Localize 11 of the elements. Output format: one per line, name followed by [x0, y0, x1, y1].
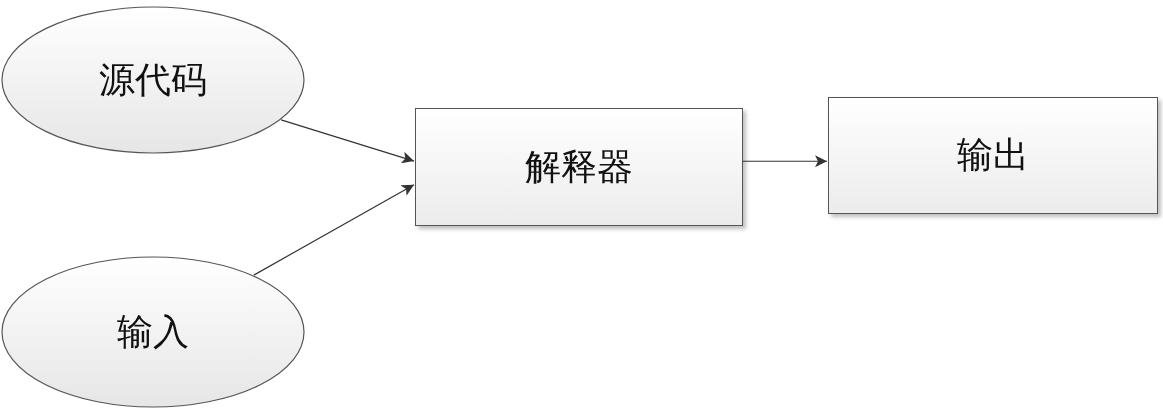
arrow: [253, 184, 415, 276]
ellipse-node: [1, 6, 305, 154]
arrow: [742, 155, 828, 168]
node-label: 输出: [957, 133, 1029, 177]
process-box: [828, 97, 1158, 214]
node-label: 源代码: [99, 57, 207, 102]
process-box: [415, 108, 743, 226]
arrow: [280, 119, 415, 164]
node-label: 输入: [117, 309, 189, 354]
node-label: 解释器: [525, 144, 633, 189]
ellipse-node: [1, 256, 305, 408]
